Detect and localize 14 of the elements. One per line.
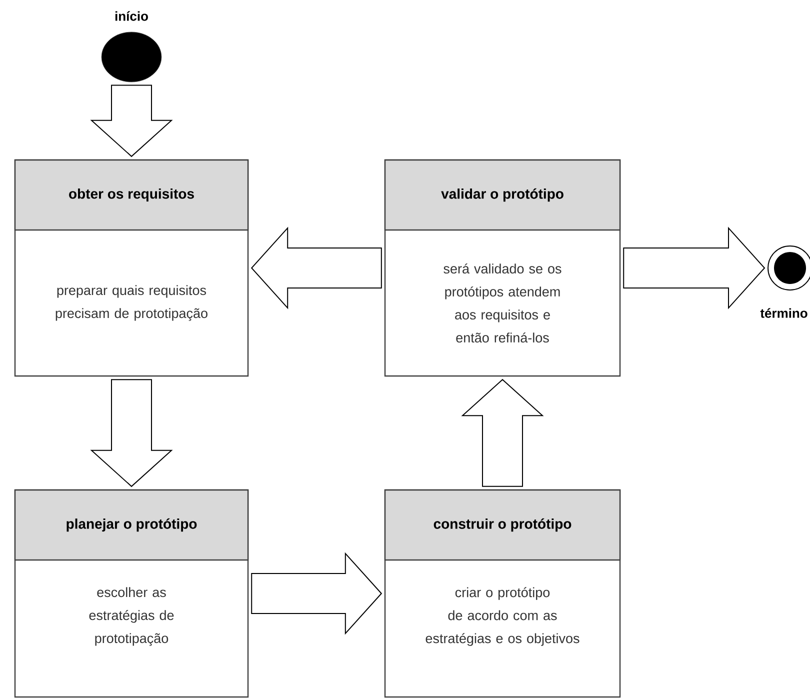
block-arrow — [461, 378, 544, 487]
block-arrow — [623, 226, 766, 310]
process-box: construir o protótipo criar o protótipo de acordo com as estratégias e os objetivos — [384, 489, 621, 698]
process-box: validar o protótipo será validado se os protótipos atendem aos requisitos e então refiná-los — [384, 159, 621, 377]
end-circle — [768, 246, 810, 290]
block-arrow — [90, 84, 173, 158]
block-arrow — [250, 226, 382, 310]
block-arrow — [90, 379, 173, 488]
state-label: término — [760, 308, 808, 318]
process-box: obter os requisitos preparar quais requisitos precisam de prototipação — [14, 159, 249, 377]
start-circle — [101, 32, 162, 82]
state-label: início — [115, 11, 148, 21]
block-arrow — [251, 552, 382, 635]
process-box: planejar o protótipo escolher as estratégias de prototipação — [14, 489, 249, 698]
